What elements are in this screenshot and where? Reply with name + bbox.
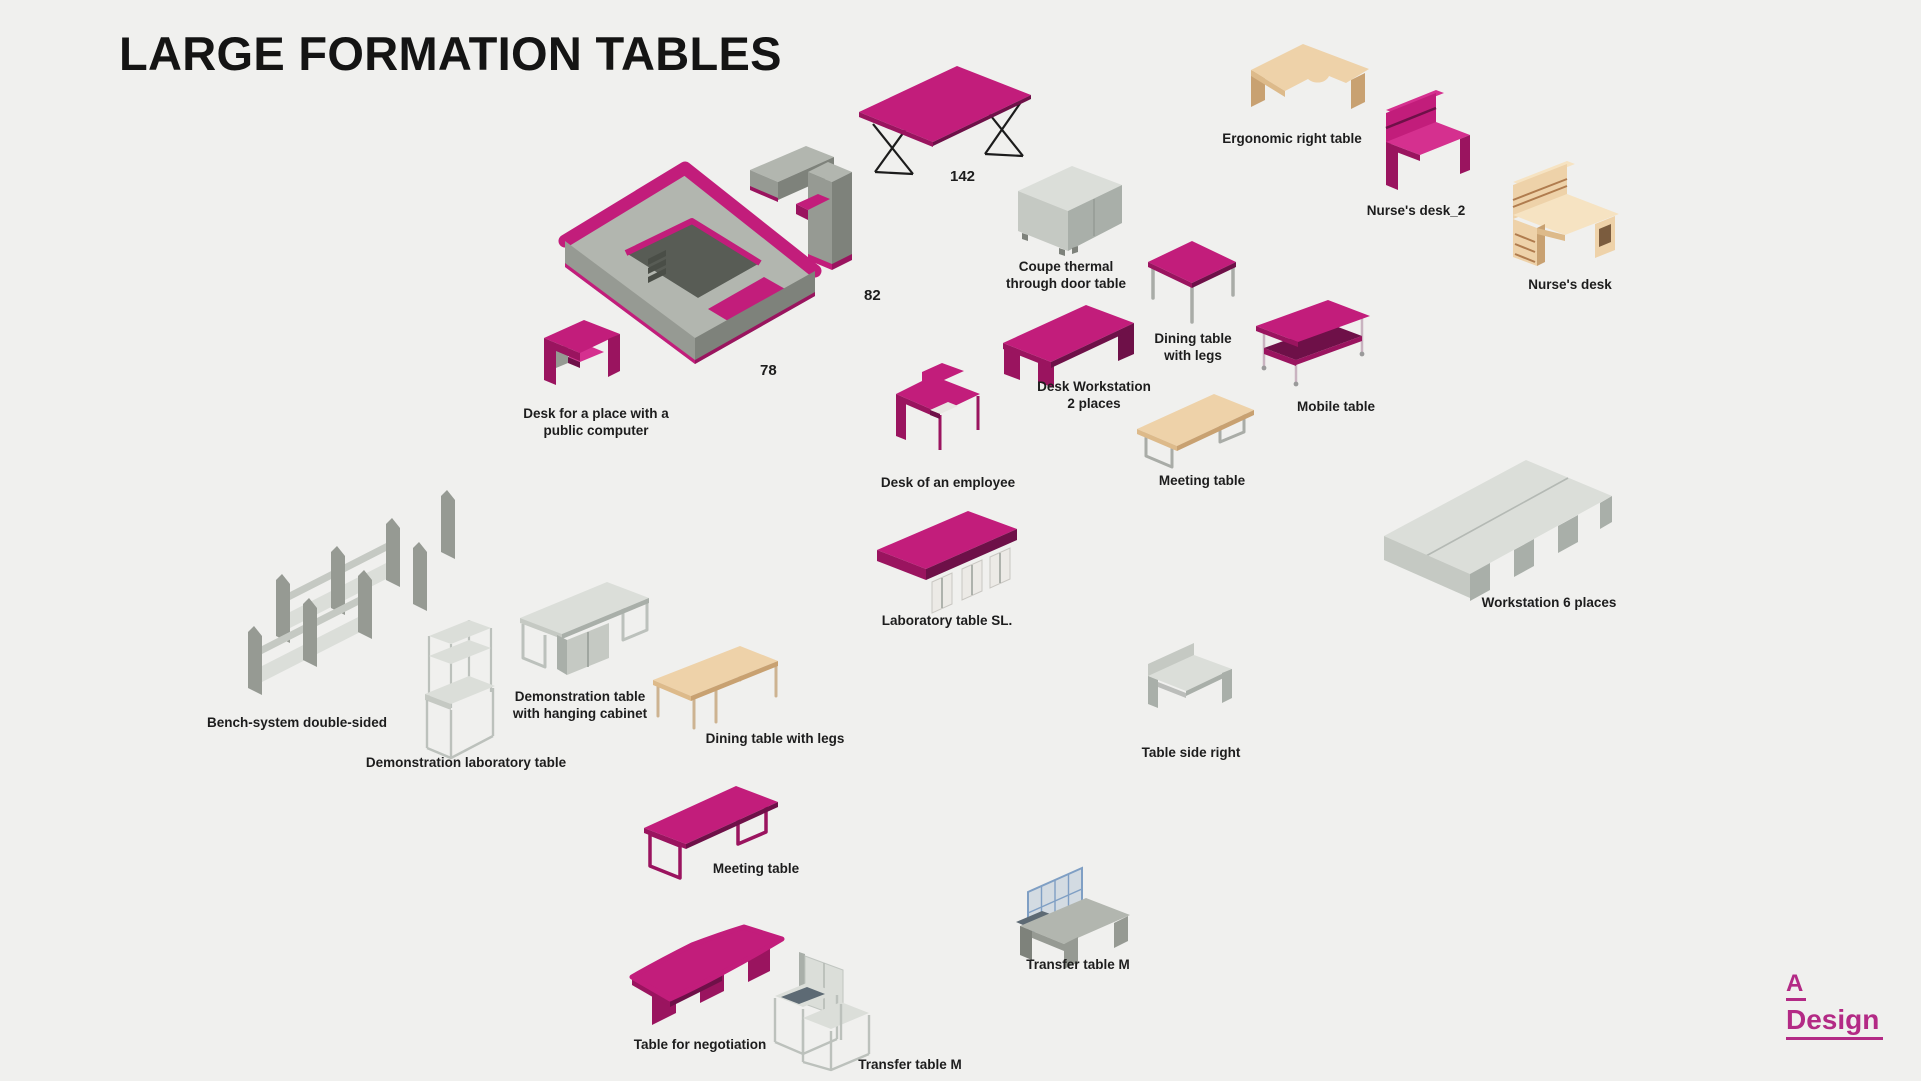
logo-line-design: Design <box>1786 1004 1884 1040</box>
item-label: Demonstration table with hanging cabinet <box>512 689 648 722</box>
dining-table-with-legs-top: Dining table with legs <box>1140 232 1240 363</box>
item-label: Meeting table <box>1158 473 1246 488</box>
item-label: Dining table with legs <box>1154 331 1232 364</box>
ergonomic-right-table-illustration <box>1251 44 1369 109</box>
nurses-desk: Nurse's desk <box>1495 148 1630 292</box>
demonstration-laboratory-table: Demonstration laboratory table <box>366 600 566 770</box>
item-label: Desk for a place with a public computer <box>523 406 669 439</box>
desk-workstation-illustration <box>1003 305 1134 388</box>
coupe-thermal-illustration <box>1018 166 1122 256</box>
transfer-table-m-frame: Transfer table M <box>763 940 962 1074</box>
item-label: Ergonomic right table <box>1222 131 1362 146</box>
reception-u-desk-illustration <box>558 161 825 368</box>
dining-table-illustration <box>1148 241 1236 324</box>
nurses-desk-2-illustration <box>1385 90 1470 190</box>
table-side-right-illustration <box>1148 643 1232 708</box>
ergonomic-right-table: Ergonomic right table <box>1222 28 1375 146</box>
item-label: Desk of an employee <box>880 475 1016 490</box>
item-label: Table side right <box>1141 745 1241 760</box>
tall-counter-illustration <box>748 142 860 282</box>
meeting-table-tan: Meeting table <box>1132 382 1257 488</box>
transfer-table-window-illustration <box>1016 866 1130 969</box>
demonstration-laboratory-illustration <box>425 620 495 760</box>
item-label: Transfer table M <box>858 1057 962 1072</box>
item-label: Meeting table <box>712 861 800 876</box>
workstation-6-illustration <box>1384 460 1612 601</box>
transfer-table-m-window: Transfer table M <box>1002 852 1137 972</box>
nurses-desk-illustration <box>1512 161 1619 266</box>
bench-system-illustration <box>248 490 455 695</box>
meeting-table-magenta-illustration <box>644 786 778 880</box>
laboratory-table-sl: Laboratory table SL. <box>872 498 1022 628</box>
dimension-78: 78 <box>760 362 777 379</box>
dining-table-with-legs-bottom: Dining table with legs <box>648 638 844 746</box>
item-label: Coupe thermal through door table <box>1006 259 1126 292</box>
dimension-142: 142 <box>950 168 976 185</box>
bench-system-double-sided: Bench-system double-sided <box>207 490 455 730</box>
transfer-table-frame-illustration <box>773 952 871 1072</box>
item-label: Nurse's desk <box>1528 277 1612 292</box>
meeting-table-magenta: Meeting table <box>638 772 799 884</box>
item-label: Table for negotiation <box>633 1037 767 1052</box>
dining-table-tan-illustration <box>653 646 778 730</box>
demonstration-table-illustration <box>520 582 649 675</box>
item-label: Desk Workstation 2 places <box>1037 379 1151 412</box>
item-label: Laboratory table SL. <box>881 613 1013 628</box>
trestle-table-illustration <box>855 58 1035 188</box>
mobile-table-illustration <box>1256 300 1370 387</box>
demonstration-table-hanging-cabinet: Demonstration table with hanging cabinet <box>513 560 655 721</box>
nurses-desk-2: Nurse's desk_2 <box>1367 82 1482 218</box>
item-label: Workstation 6 places <box>1481 595 1617 610</box>
employee-desk-illustration <box>896 363 980 450</box>
workstation-6-places: Workstation 6 places <box>1378 440 1618 610</box>
negotiation-table-illustration <box>629 924 785 1025</box>
item-label: Transfer table M <box>1026 957 1130 972</box>
laboratory-table-illustration <box>877 511 1017 614</box>
public-computer-desk-illustration <box>544 320 620 385</box>
item-label: Mobile table <box>1296 399 1376 414</box>
a-design-logo: A Design <box>1786 972 1884 1040</box>
item-label: Dining table with legs <box>705 731 845 746</box>
item-label: Demonstration laboratory table <box>365 755 567 770</box>
item-label: Bench-system double-sided <box>206 715 388 730</box>
public-computer-desk: Desk for a place with a public computer <box>523 305 669 438</box>
employee-desk: Desk of an employee <box>881 348 1015 490</box>
item-label: Nurse's desk_2 <box>1366 203 1466 218</box>
desk-workstation-2-places: Desk Workstation 2 places <box>998 292 1151 411</box>
dimension-82: 82 <box>864 287 881 304</box>
table-side-right: Table side right <box>1142 640 1240 760</box>
mobile-table: Mobile table <box>1248 288 1375 414</box>
coupe-thermal-table: Coupe thermal through door table <box>1006 158 1127 291</box>
page-title: LARGE FORMATION TABLES <box>119 27 782 80</box>
meeting-table-illustration <box>1137 394 1254 469</box>
logo-line-a: A <box>1786 972 1807 1001</box>
table-for-negotiation: Table for negotiation <box>622 915 792 1052</box>
